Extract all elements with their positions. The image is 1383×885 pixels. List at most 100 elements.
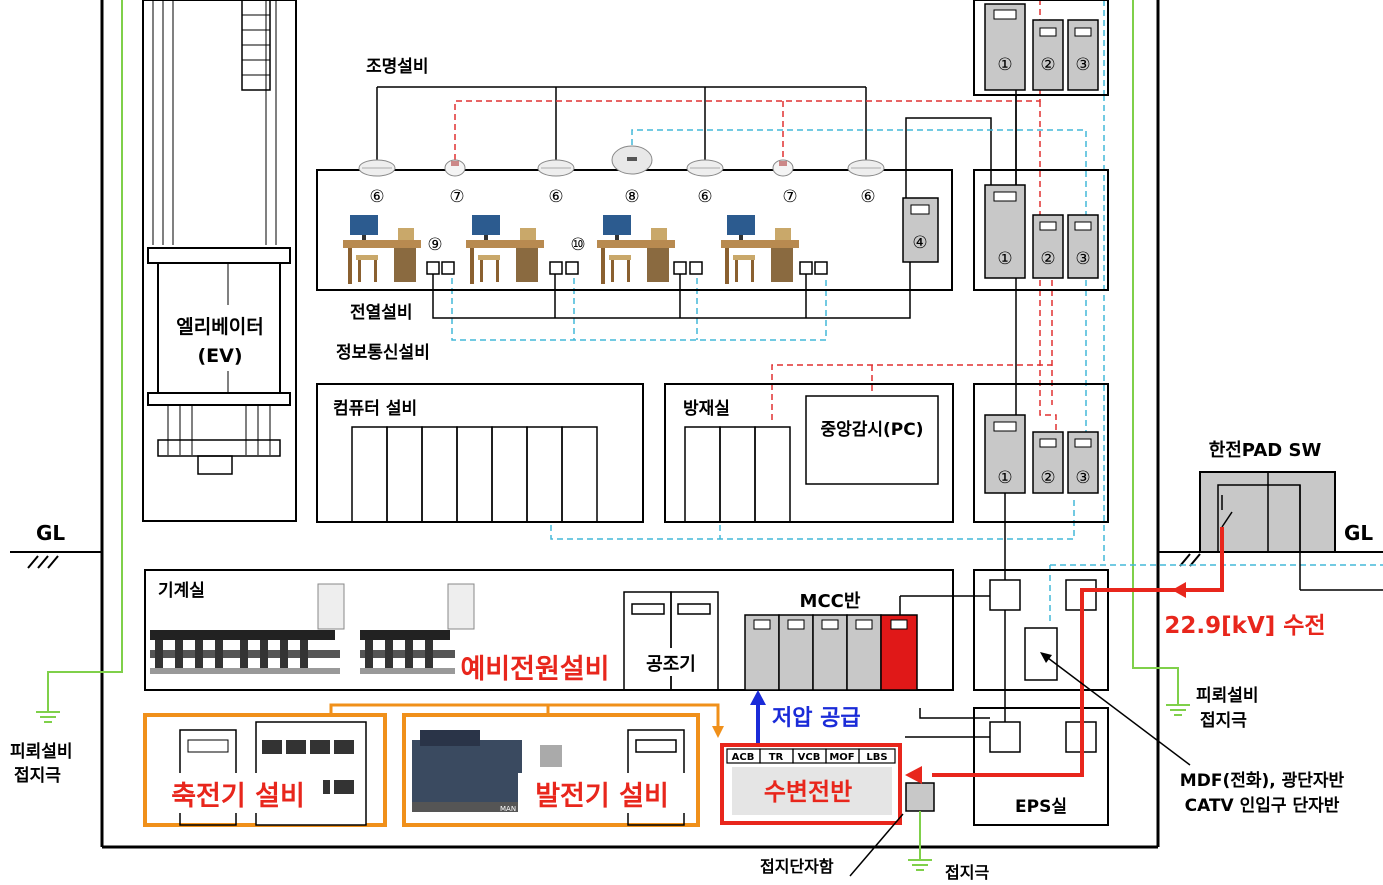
substation-panel bbox=[720, 743, 902, 825]
battery-label-bg bbox=[153, 773, 323, 813]
elevator-label-bg bbox=[165, 305, 275, 371]
lightning-ground-right-label1: 피뢰설비 bbox=[1196, 686, 1259, 706]
eps-panels-low bbox=[984, 414, 1099, 494]
eps-low-1: ① bbox=[997, 468, 1012, 488]
lights-row bbox=[358, 145, 885, 177]
lightning-ground-left-label2: 접지극 bbox=[14, 766, 61, 786]
eps-panels-top bbox=[984, 3, 1099, 91]
computer-room-label: 컴퓨터 설비 bbox=[333, 398, 417, 419]
eps-mid-3: ③ bbox=[1075, 249, 1090, 269]
outlet-wiring bbox=[432, 262, 911, 319]
desk-icon bbox=[597, 215, 675, 284]
lighting-wiring bbox=[376, 86, 1017, 200]
hv-arrow-2 bbox=[905, 766, 922, 784]
eps-low-2: ② bbox=[1040, 468, 1055, 488]
telecom-wiring bbox=[451, 0, 1383, 625]
elevator-label-2: (EV) bbox=[197, 345, 242, 367]
desk-icon bbox=[343, 215, 421, 284]
fire-alarm-wiring bbox=[454, 0, 1057, 432]
mcc-panels bbox=[744, 614, 918, 691]
elevator-label-1: 엘리베이터 bbox=[176, 316, 263, 338]
mdf-label-1: MDF(전화), 광단자반 bbox=[1180, 771, 1345, 791]
desk-icon bbox=[721, 215, 799, 284]
ground-terminal-label: 접지단자함 bbox=[760, 857, 834, 876]
desk-icon bbox=[466, 215, 544, 284]
generator-box bbox=[402, 713, 700, 827]
gl-left-label: GL bbox=[36, 521, 65, 545]
eps-top-2: ② bbox=[1040, 55, 1055, 75]
lighting-label: 조명설비 bbox=[366, 57, 429, 77]
ahu-units bbox=[623, 591, 719, 691]
elevator-shaft bbox=[142, 0, 297, 522]
supply-voltage-label: 22.9[kV] 수전 bbox=[1164, 613, 1325, 639]
ground-level-right bbox=[1158, 551, 1383, 567]
col-lbs: LBS bbox=[866, 752, 887, 763]
battery-label: 축전기 설비 bbox=[171, 781, 305, 812]
ground-electrode-bottom bbox=[908, 811, 932, 871]
ground-level-left bbox=[10, 551, 102, 569]
disaster-room bbox=[664, 383, 954, 523]
disaster-room-label: 방재실 bbox=[683, 399, 730, 419]
ground-terminal-pointer bbox=[849, 813, 904, 877]
ceiling-light-icon bbox=[686, 159, 724, 177]
machine-room-label: 기계실 bbox=[158, 581, 205, 601]
mdf-label-2: CATV 인입구 단자반 bbox=[1185, 796, 1340, 816]
gl-right-label: GL bbox=[1344, 521, 1373, 545]
light-number-6b: ⑥ bbox=[548, 187, 563, 207]
pump-sets bbox=[150, 583, 475, 674]
ground-electrode-label: 접지극 bbox=[945, 863, 989, 882]
eps-mid-1: ① bbox=[997, 249, 1012, 269]
detector-number-7a: ⑦ bbox=[449, 187, 464, 207]
ceiling-light-icon bbox=[847, 159, 885, 177]
eps-room-label: EPS실 bbox=[1015, 797, 1067, 817]
smoke-detector-icon bbox=[772, 159, 794, 177]
hv-arrow-1 bbox=[1172, 582, 1186, 598]
mdf-pointer-head bbox=[1040, 652, 1052, 663]
lightning-ground-right-label2: 접지극 bbox=[1200, 711, 1247, 731]
engine-brand-text: MAN bbox=[500, 805, 516, 813]
speaker-number-8: ⑧ bbox=[624, 187, 639, 207]
disaster-racks bbox=[684, 426, 791, 523]
generator-label: 발전기 설비 bbox=[535, 781, 669, 812]
heating-label: 전열설비 bbox=[350, 303, 413, 323]
machine-room bbox=[144, 569, 954, 691]
col-vcb: VCB bbox=[798, 752, 821, 763]
eps-panels-mid bbox=[984, 184, 1099, 279]
col-acb: ACB bbox=[732, 752, 755, 763]
substation-label: 수변전반 bbox=[764, 778, 852, 806]
eps-top-1: ① bbox=[997, 55, 1012, 75]
low-voltage-label: 저압 공급 bbox=[772, 706, 861, 731]
light-number-6d: ⑥ bbox=[860, 187, 875, 207]
kepco-pad-label: 한전PAD SW bbox=[1209, 440, 1322, 461]
substation-body bbox=[732, 767, 892, 815]
mcc-label: MCC반 bbox=[800, 591, 861, 612]
building-outline bbox=[100, 0, 1160, 849]
detector-number-7b: ⑦ bbox=[782, 187, 797, 207]
outlet-number-10: ⑩ bbox=[570, 235, 585, 255]
backup-arrow-head bbox=[712, 726, 724, 738]
desks bbox=[343, 215, 799, 284]
smoke-detector-icon bbox=[444, 159, 466, 177]
light-number-6a: ⑥ bbox=[369, 187, 384, 207]
substation-column-labels: ACB TR VCB MOF LBS bbox=[732, 752, 888, 763]
outlets bbox=[426, 261, 828, 275]
col-tr: TR bbox=[769, 752, 784, 763]
lightning-ground-left-label1: 피뢰설비 bbox=[10, 742, 73, 762]
fixture-numbers: ⑥ ⑦ ⑥ ⑧ ⑥ ⑦ ⑥ bbox=[369, 187, 875, 207]
substation-columns bbox=[726, 748, 896, 764]
central-monitor-label: 중앙감시(PC) bbox=[820, 420, 923, 440]
central-monitor-box bbox=[805, 395, 939, 485]
eps-floor-boxes bbox=[973, 0, 1109, 826]
col-mof: MOF bbox=[829, 752, 854, 763]
backup-power-wiring bbox=[329, 703, 720, 728]
panel-4 bbox=[902, 197, 939, 263]
computer-racks bbox=[351, 426, 598, 523]
speaker-icon bbox=[611, 145, 653, 175]
lightning-ground-right bbox=[1132, 0, 1190, 716]
eps-top-3: ③ bbox=[1075, 55, 1090, 75]
ground-terminal-box bbox=[905, 782, 935, 812]
panel-number-4: ④ bbox=[912, 233, 927, 253]
eps-low-3: ③ bbox=[1075, 468, 1090, 488]
outlet-number-9: ⑨ bbox=[427, 235, 442, 255]
